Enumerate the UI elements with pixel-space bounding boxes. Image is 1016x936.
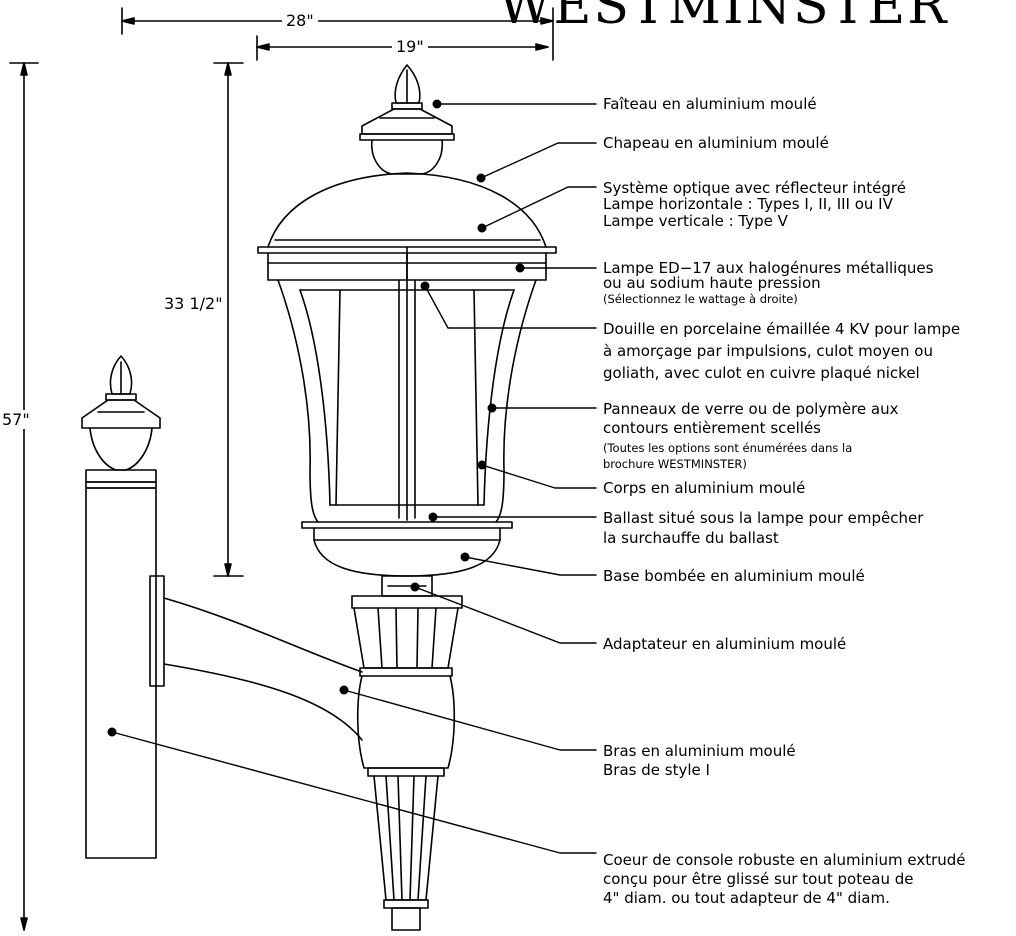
label-bracket-1: Coeur de console robuste en aluminium ex… [603, 851, 966, 869]
adapter-and-post [351, 595, 463, 931]
diagram-title: WESTMINSTER [498, 0, 949, 36]
dimension-19: 19" [392, 37, 428, 56]
label-panels-4: brochure WESTMINSTER) [603, 457, 747, 471]
label-arm-2: Bras de style I [603, 761, 710, 779]
label-arm-1: Bras en aluminium moulé [603, 742, 796, 760]
dot-ballast [428, 512, 438, 522]
callout-dots [107, 99, 525, 737]
dot-finial [432, 99, 442, 109]
lantern-head [257, 64, 557, 597]
leader-lines [111, 103, 597, 854]
label-optics-2: Lampe horizontale : Types I, II, III ou … [603, 195, 893, 213]
label-cap: Chapeau en aluminium moulé [603, 134, 829, 152]
label-adapter: Adaptateur en aluminium moulé [603, 635, 847, 653]
label-bracket-2: conçu pour être glissé sur tout poteau d… [603, 870, 914, 888]
label-socket-2: à amorçage par impulsions, culot moyen o… [603, 342, 933, 360]
dot-adapter [410, 582, 420, 592]
dot-bracket [107, 727, 117, 737]
label-optics-3: Lampe verticale : Type V [603, 212, 788, 230]
dot-panels [487, 403, 497, 413]
label-ballast-1: Ballast situé sous la lampe pour empêche… [603, 509, 924, 527]
dimension-57: 57" [0, 410, 32, 429]
dot-lamp [515, 263, 525, 273]
label-socket-3: goliath, avec culot en cuivre plaqué nic… [603, 364, 920, 382]
dot-optics [477, 223, 487, 233]
label-lamp-1: Lampe ED−17 aux halogénures métalliques [603, 259, 934, 277]
label-optics-1: Système optique avec réflecteur intégré [603, 179, 906, 197]
dimension-28: 28" [282, 11, 318, 30]
label-panels-2: contours entièrement scellés [603, 419, 821, 437]
label-lamp-3: (Sélectionnez le wattage à droite) [603, 292, 798, 306]
label-socket-1: Douille en porcelaine émaillée 4 KV pour… [603, 320, 961, 338]
label-bracket-3: 4" diam. ou tout adapteur de 4" diam. [603, 889, 890, 907]
dot-body [477, 460, 487, 470]
dimension-33-5: 33 1/2" [160, 294, 227, 313]
dot-base [460, 552, 470, 562]
label-finial: Faîteau en aluminium moulé [603, 95, 817, 113]
dot-arm [339, 685, 349, 695]
dot-cap [476, 173, 486, 183]
label-ballast-2: la surchauffe du ballast [603, 529, 779, 547]
bracket [81, 355, 363, 859]
dot-socket [420, 281, 430, 291]
label-panels-3: (Toutes les options sont énumérées dans … [603, 441, 853, 455]
label-panels-1: Panneaux de verre ou de polymère aux [603, 400, 899, 418]
label-lamp-2: ou au sodium haute pression [603, 274, 821, 292]
dimension-lines [9, 7, 554, 931]
label-base: Base bombée en aluminium moulé [603, 567, 865, 585]
label-body: Corps en aluminium moulé [603, 479, 806, 497]
